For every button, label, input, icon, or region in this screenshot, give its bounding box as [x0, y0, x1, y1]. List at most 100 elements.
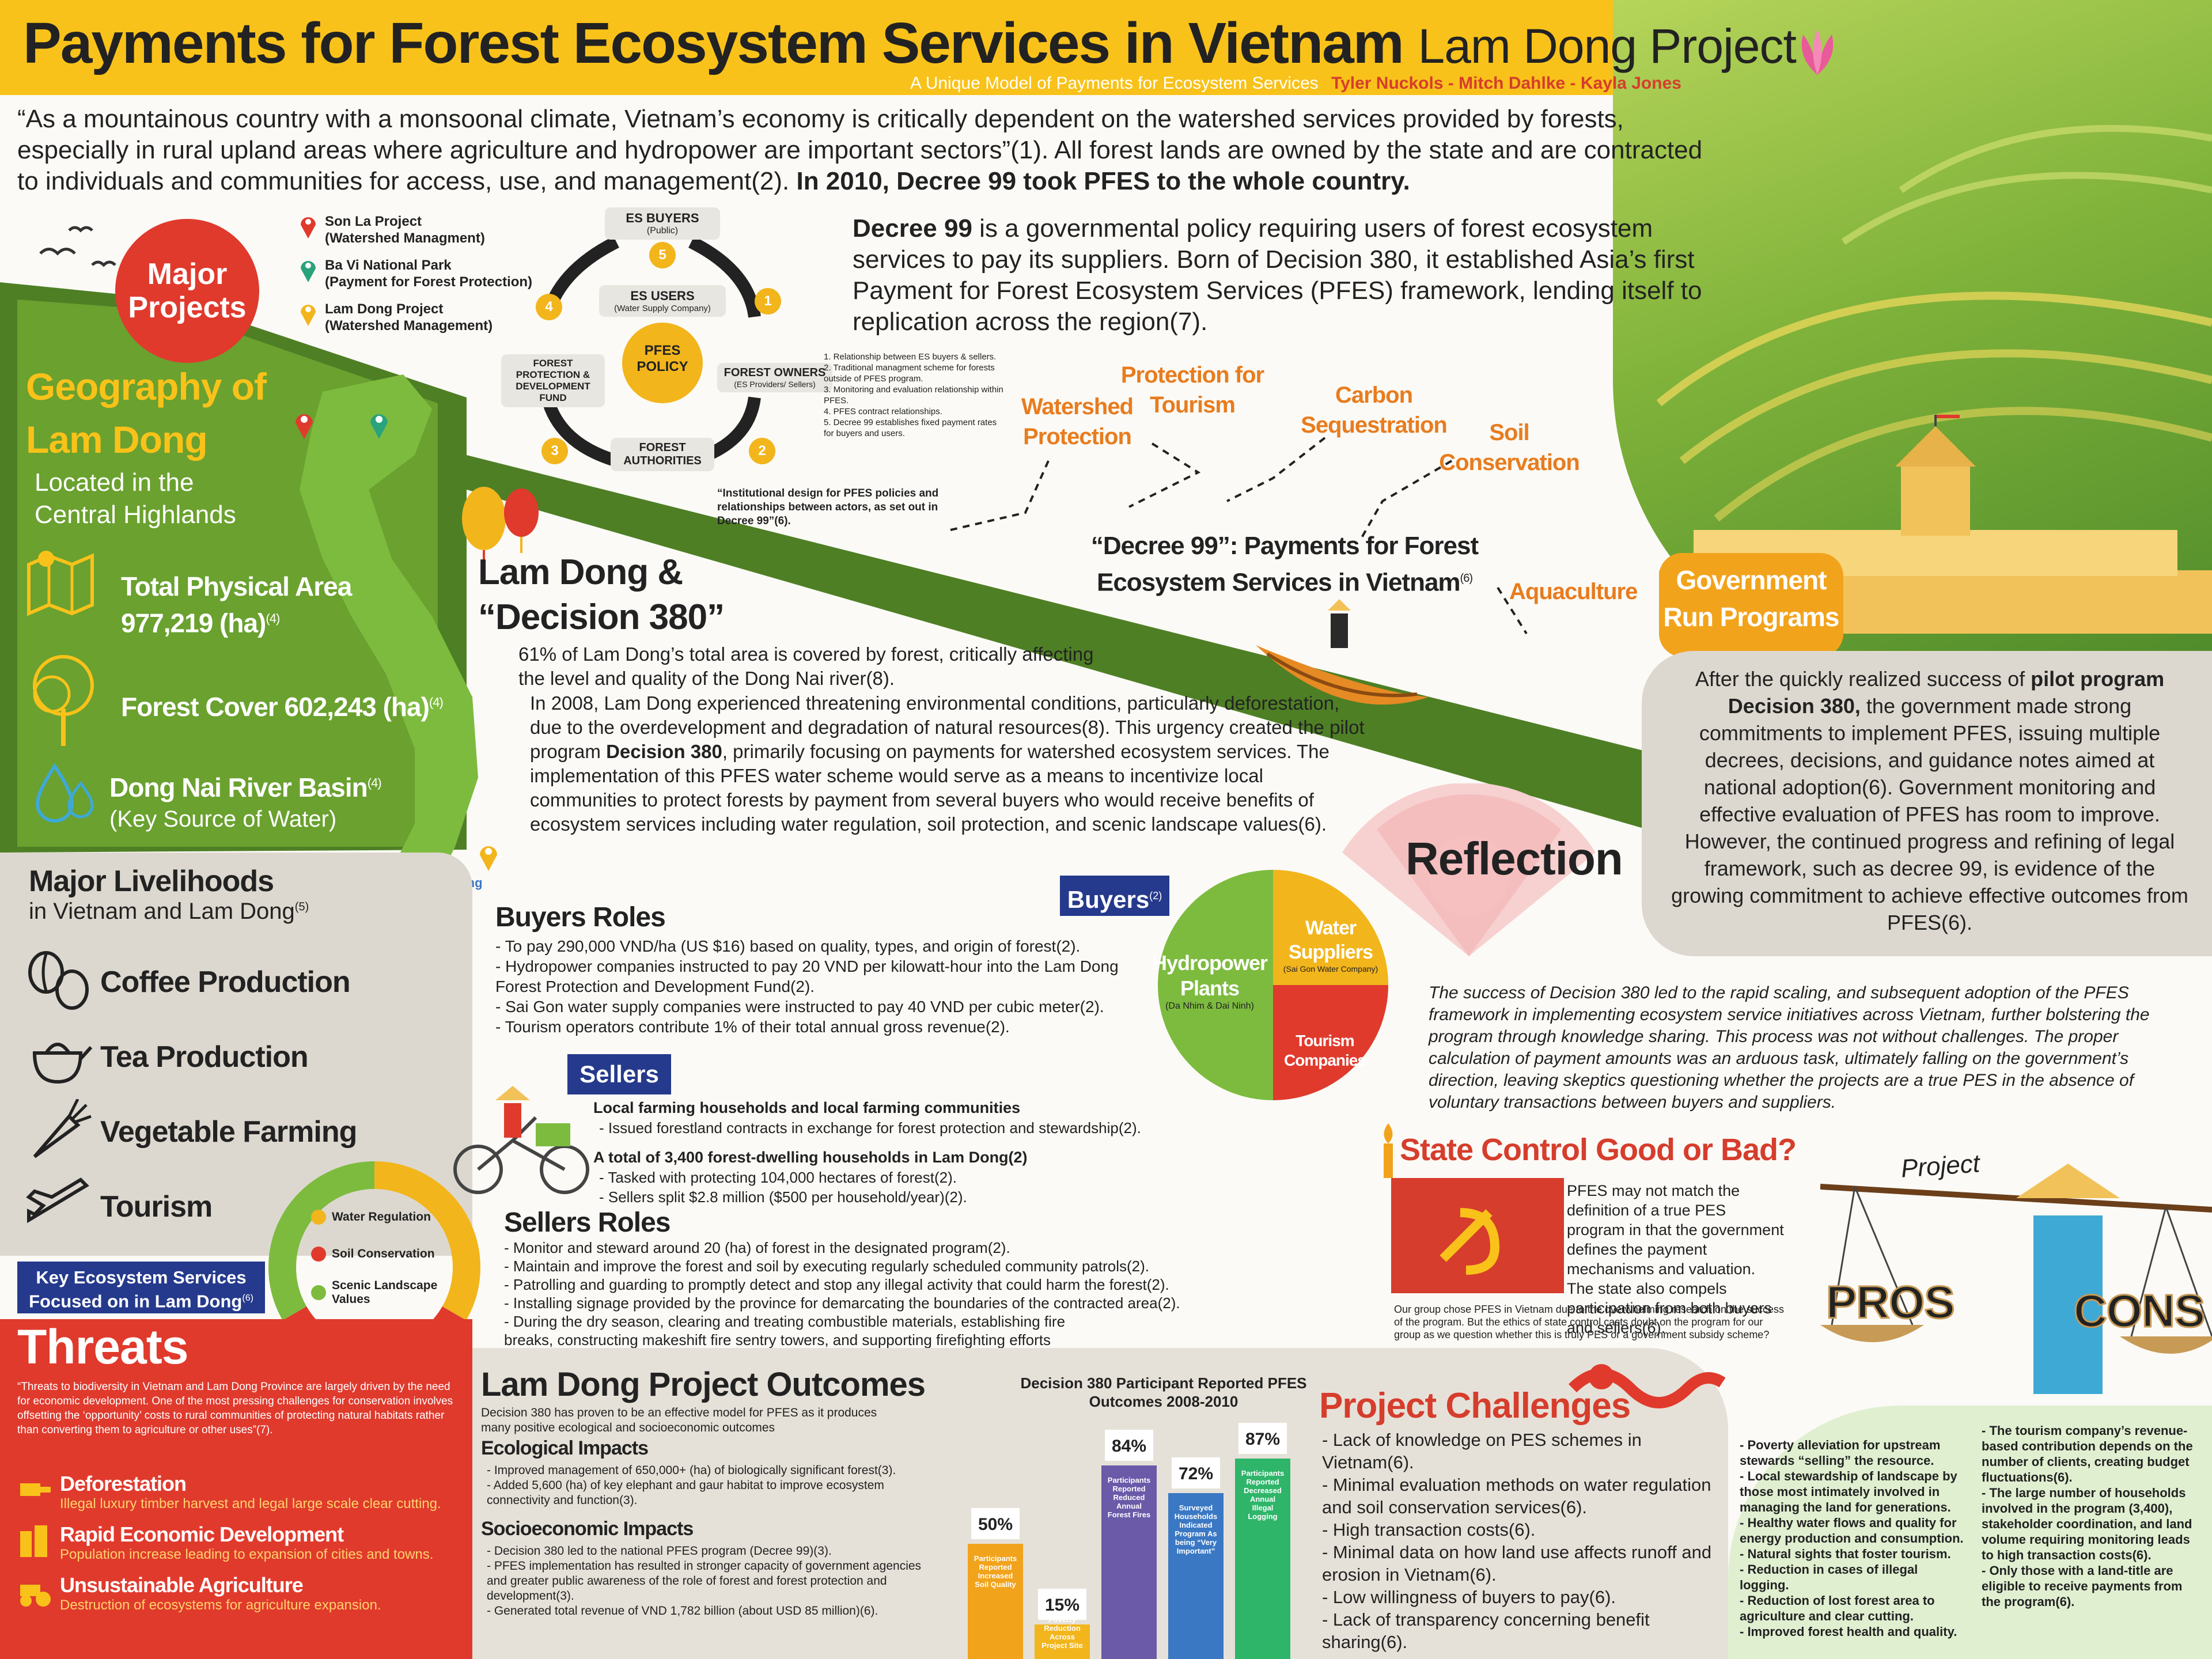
diagram-number: 5 — [649, 242, 676, 268]
pie-label-tourism: Tourism Companies — [1284, 1032, 1366, 1069]
teapot-icon — [23, 1024, 93, 1090]
bar-label-bg — [1038, 1589, 1086, 1620]
node-forest-authorities: FOREST AUTHORITIES — [611, 438, 714, 471]
list-item: Coffee Production — [23, 945, 357, 1020]
list-item: Tea Production — [23, 1020, 357, 1094]
decree99-banner: “Decree 99”: Payments for Forest Ecosyst… — [1090, 532, 1479, 597]
list-item: - Minimal data on how land use affects r… — [1322, 1542, 1712, 1585]
lotus-icon — [1786, 23, 1849, 89]
flag-icon — [1391, 1178, 1564, 1293]
node-protection-fund: FOREST PROTECTION & DEVELOPMENT FUND — [501, 354, 605, 407]
eco-title: Ecological Impacts — [481, 1437, 649, 1459]
sellers-roles-list: - Monitor and steward around 20 (ha) of … — [504, 1238, 1357, 1368]
list-item: - Installing signage provided by the pro… — [504, 1294, 1180, 1312]
map-grid-icon — [23, 547, 98, 619]
list-item: - To pay 290,000 VND/ha (US $16) based o… — [495, 937, 1081, 955]
bar-value-label: 50% — [978, 1515, 1013, 1534]
buyers-roles-title: Buyers Roles — [495, 902, 666, 933]
service-aquaculture: Aquaculture — [1509, 579, 1638, 604]
bar-label-bg — [1238, 1423, 1287, 1454]
bar-label-bg — [1172, 1457, 1220, 1488]
service-soil: Soil Conservation — [1439, 420, 1580, 475]
key-services-legend: Water Regulation Soil Conservation Sceni… — [311, 1210, 449, 1306]
map-pin-icon — [300, 301, 317, 334]
legend-item: Soil Conservation — [311, 1247, 449, 1262]
list-item: - Decision 380 led to the national PFES … — [487, 1544, 832, 1558]
list-item: - Improved management of 650,000+ (ha) o… — [487, 1464, 896, 1477]
map-pin-icon — [478, 841, 499, 874]
bar — [1235, 1459, 1290, 1659]
challenges-list: - Lack of knowledge on PES schemes in Vi… — [1322, 1429, 1719, 1653]
decree99-paragraph: Decree 99 is a governmental policy requi… — [853, 214, 1702, 336]
legend-dot-icon — [311, 1247, 326, 1262]
legend-item: Scenic Landscape Values — [311, 1279, 449, 1306]
fan-illustration — [1325, 782, 1613, 971]
sellers-roles-title: Sellers Roles — [504, 1207, 671, 1238]
bar-value-label: 84% — [1112, 1437, 1146, 1456]
proscons-panel — [1728, 1406, 2212, 1659]
total-area: Total Physical Area 977,219 (ha)(4) — [121, 571, 352, 638]
diagram-notes: 1. Relationship between ES buyers & sell… — [824, 352, 1003, 438]
eco-list: - Improved management of 650,000+ (ha) o… — [487, 1463, 925, 1508]
list-item: - Hydropower companies instructed to pay… — [495, 957, 1119, 995]
major-projects-badge: Major Projects — [115, 219, 259, 363]
reflection-text: The success of Decision 380 led to the r… — [1429, 983, 2150, 1112]
boat-illustration — [1250, 599, 1434, 717]
list-item: - Patrolling and guarding to promptly de… — [504, 1276, 1169, 1293]
pfes-diagram — [501, 202, 824, 524]
service-tourism: Protection for Tourism — [1120, 362, 1264, 418]
project-scale-label: Project — [1900, 1149, 1981, 1183]
decision380-title: Lam Dong & “Decision 380” — [478, 552, 725, 637]
government-title-bg — [1659, 553, 1843, 657]
dragon-icon — [1567, 1354, 1728, 1420]
government-text: After the quickly realized success of pi… — [1671, 667, 2188, 934]
map-pin-icon — [300, 213, 317, 247]
map-pin-icon — [369, 409, 389, 442]
service-watershed: Watershed Protection — [1021, 394, 1134, 449]
tree-icon — [26, 651, 101, 752]
bar-value-label: 72% — [1179, 1464, 1213, 1483]
forest-cover: Forest Cover 602,243 (ha)(4) — [121, 692, 444, 722]
bar — [1168, 1493, 1224, 1659]
airplane-icon — [23, 1174, 92, 1240]
list-item: - High transaction costs(6). — [1322, 1520, 1536, 1540]
list-item: - Lack of knowledge on PES schemes in Vi… — [1322, 1430, 1642, 1472]
tagline: A Unique Model of Payments for Ecosystem… — [910, 74, 1319, 93]
page-subtitle: Lam Dong Project — [1418, 19, 1797, 73]
list-item: - Reduction of lost forest area to agric… — [1740, 1593, 1935, 1623]
decision380-p2: In 2008, Lam Dong experienced threatenin… — [530, 692, 1365, 835]
service-carbon: Carbon Sequestration — [1301, 382, 1448, 438]
pfes-center: PFES POLICY — [637, 343, 688, 374]
livelihood-list: Coffee Production Tea Production Vegetab… — [23, 945, 357, 1244]
list-item: - Generated total revenue of VND 1,782 b… — [487, 1604, 878, 1618]
legend-dot-icon — [311, 1210, 326, 1225]
bar — [968, 1544, 1023, 1659]
state-control-note: Our group chose PFES in Vietnam due to t… — [1394, 1304, 1785, 1340]
lantern-icon — [461, 472, 541, 573]
threats-panel — [0, 1319, 472, 1659]
legend-dot-icon — [311, 1285, 326, 1300]
map-pin-icon — [294, 409, 315, 442]
list-item: - Improved forest health and quality. — [1740, 1624, 1957, 1639]
buildings-icon — [17, 1522, 52, 1563]
diagram-number: 4 — [536, 294, 562, 320]
list-item: - Healthy water flows and quality for en… — [1740, 1516, 1964, 1546]
dashed-connectors — [950, 437, 1528, 635]
state-control-text: PFES may not match the definition of a t… — [1567, 1182, 1784, 1336]
intro-bold: In 2010, Decree 99 took PFES to the whol… — [796, 167, 1410, 195]
list-item: - The large number of households involve… — [1982, 1486, 2192, 1562]
birds-icon — [35, 219, 127, 291]
diagram-caption: “Institutional design for PFES policies … — [717, 487, 939, 527]
cons-list: - The tourism company’s revenue-based co… — [1982, 1423, 2200, 1609]
project-list: Son La Project(Watershed Managment) Ba V… — [300, 213, 541, 334]
legend-item: Water Regulation — [311, 1210, 449, 1225]
outcomes-intro: Decision 380 has proven to be an effecti… — [481, 1406, 877, 1434]
list-item: Vegetable Farming — [23, 1094, 357, 1169]
outcomes-panel — [472, 1348, 1728, 1659]
map-pin-icon — [300, 257, 317, 290]
reflection-title: Reflection — [1406, 833, 1623, 884]
pie-label-hydro: Hydropower Plants (Da Nhim & Dai Ninh) — [1152, 951, 1268, 1011]
